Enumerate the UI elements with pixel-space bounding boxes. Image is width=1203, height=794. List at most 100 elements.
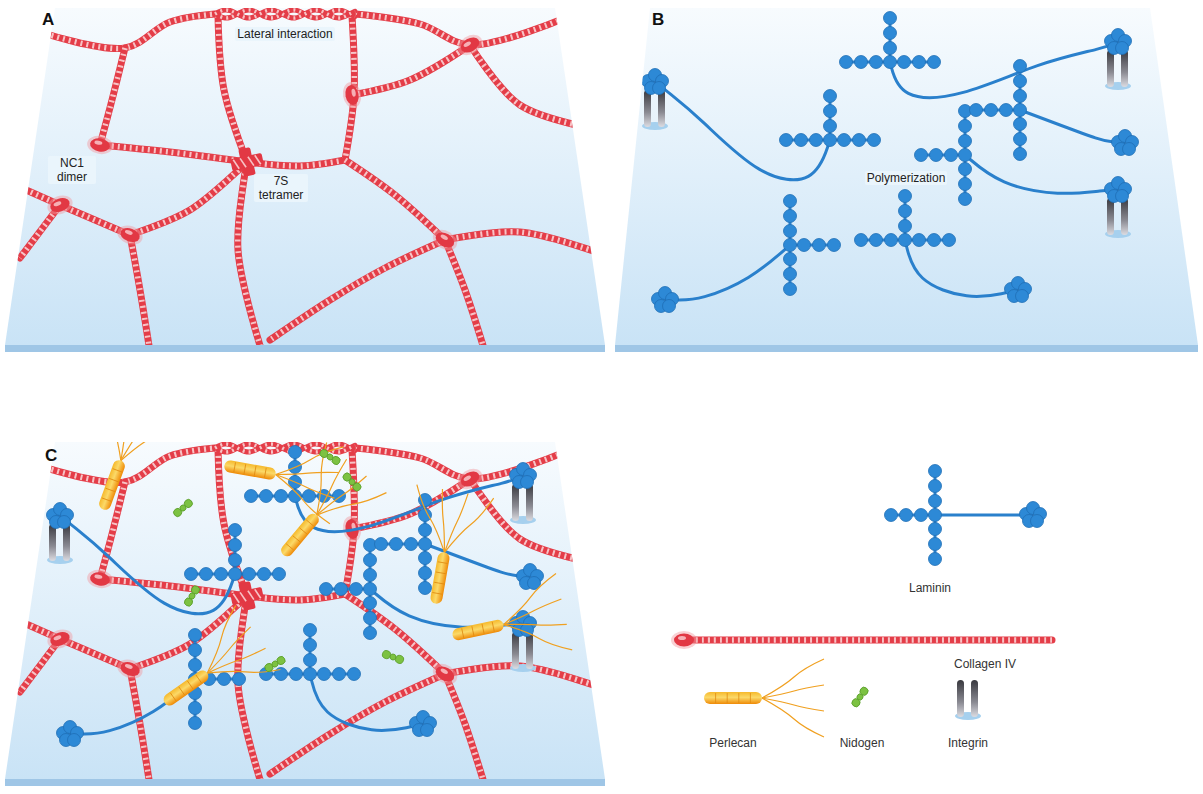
laminin-long-arm (1020, 110, 1125, 143)
collagen-network (15, 10, 605, 352)
collagen-strand (355, 14, 565, 45)
laminin-domain (1014, 148, 1027, 161)
laminin-domain (1014, 75, 1027, 88)
laminin-domain (185, 568, 198, 581)
perlecan-core (430, 551, 451, 604)
perlecan-molecule (397, 485, 494, 611)
nc1-halo (86, 134, 115, 156)
panel-edge (615, 345, 1198, 352)
laminin-domain (959, 149, 972, 162)
laminin-domain (1014, 60, 1027, 73)
laminin-domain (870, 56, 883, 69)
laminin-domain (304, 654, 317, 667)
laminin-domain (189, 659, 202, 672)
basement-membrane (15, 389, 605, 786)
nidogen-domain (331, 455, 342, 466)
laminin-domain (350, 583, 363, 596)
nc1-halo (671, 631, 697, 649)
perlecan-segment (254, 466, 256, 476)
collagen-strand (40, 14, 215, 49)
laminin-domain (929, 465, 942, 478)
laminin-domain (189, 629, 202, 642)
collagen-strand (130, 162, 247, 235)
nc1-halo (429, 226, 461, 255)
integrin-leg (658, 90, 665, 127)
nc1-domain (45, 192, 76, 218)
integrin-leg (49, 524, 56, 561)
legend-label: Perlecan (709, 736, 756, 750)
laminin-domain (824, 105, 837, 118)
perlecan-segment (434, 582, 444, 584)
collagen-strand (345, 594, 445, 674)
perlecan-segment (492, 622, 494, 632)
nidogen-molecule (850, 686, 869, 709)
integrin-leg (526, 632, 533, 669)
perlecan-core (451, 619, 504, 642)
laminin-domain (1116, 190, 1129, 203)
collagen-stripe (215, 10, 355, 18)
laminin-long-arm (905, 240, 1018, 297)
collagen-stripe (215, 444, 355, 452)
nc1-domain (115, 656, 146, 682)
laminin-domain (855, 234, 868, 247)
collagen-stripe (355, 14, 565, 45)
laminin-domain (899, 205, 912, 218)
laminin-domain (653, 82, 666, 95)
annotation-label: 7S tetramer (254, 174, 308, 202)
laminin-domain (320, 583, 333, 596)
perlecan-segment (170, 693, 176, 701)
perlecan-segment (432, 592, 442, 594)
perlecan-molecule (444, 574, 572, 674)
collagen-strand (352, 45, 470, 95)
collagen-stripe (270, 240, 445, 340)
laminin-domain (390, 538, 403, 551)
laminin-domain (929, 523, 942, 536)
legend-entry: Collagen IV (954, 654, 1016, 672)
tetramer-stripe (255, 588, 261, 599)
collagen-strand (470, 479, 600, 564)
nc1-body (48, 629, 71, 648)
laminin-domain (838, 134, 851, 147)
laminin-domain (273, 568, 286, 581)
perlecan-segment (109, 478, 118, 481)
laminin-domain (364, 554, 377, 567)
laminin-domain (258, 568, 271, 581)
laminin-domain (985, 104, 998, 117)
perlecan-chain (317, 468, 387, 541)
tetramer-stripe (233, 159, 239, 170)
perlecan-chain (317, 468, 367, 524)
laminin-domain (929, 553, 942, 566)
laminin-domain (928, 234, 941, 247)
legend-entry: Laminin (909, 578, 951, 596)
laminin-domain (189, 702, 202, 715)
collagen-stripe (445, 674, 485, 786)
perlecan-segment (472, 626, 474, 636)
laminin-domain (855, 56, 868, 69)
perlecan-chain (207, 638, 280, 706)
laminin-domain (928, 56, 941, 69)
perlecan-segment (234, 462, 236, 472)
laminin-domain (275, 490, 288, 503)
collagen-strand (238, 596, 262, 786)
perlecan-chain (762, 698, 824, 711)
laminin-domain (915, 149, 928, 162)
laminin-domain (215, 568, 228, 581)
perlecan-chain (762, 659, 824, 698)
laminin-domain (189, 717, 202, 730)
nidogen-domain (394, 654, 404, 664)
collagen-stripe (215, 10, 355, 18)
perlecan-segment (482, 624, 484, 634)
nc1-highlight (678, 636, 686, 640)
laminin-domain (929, 538, 942, 551)
perlecan-segment (102, 498, 111, 501)
perlecan-chain (109, 398, 142, 461)
legend-label: Collagen IV (954, 657, 1016, 671)
laminin-domain (245, 490, 258, 503)
collagen-strand (215, 444, 355, 452)
perlecan-segment (179, 687, 185, 695)
laminin-domain (900, 509, 913, 522)
laminin-domain (824, 120, 837, 133)
perlecan-molecule (142, 606, 280, 735)
panel-surface (5, 8, 605, 345)
